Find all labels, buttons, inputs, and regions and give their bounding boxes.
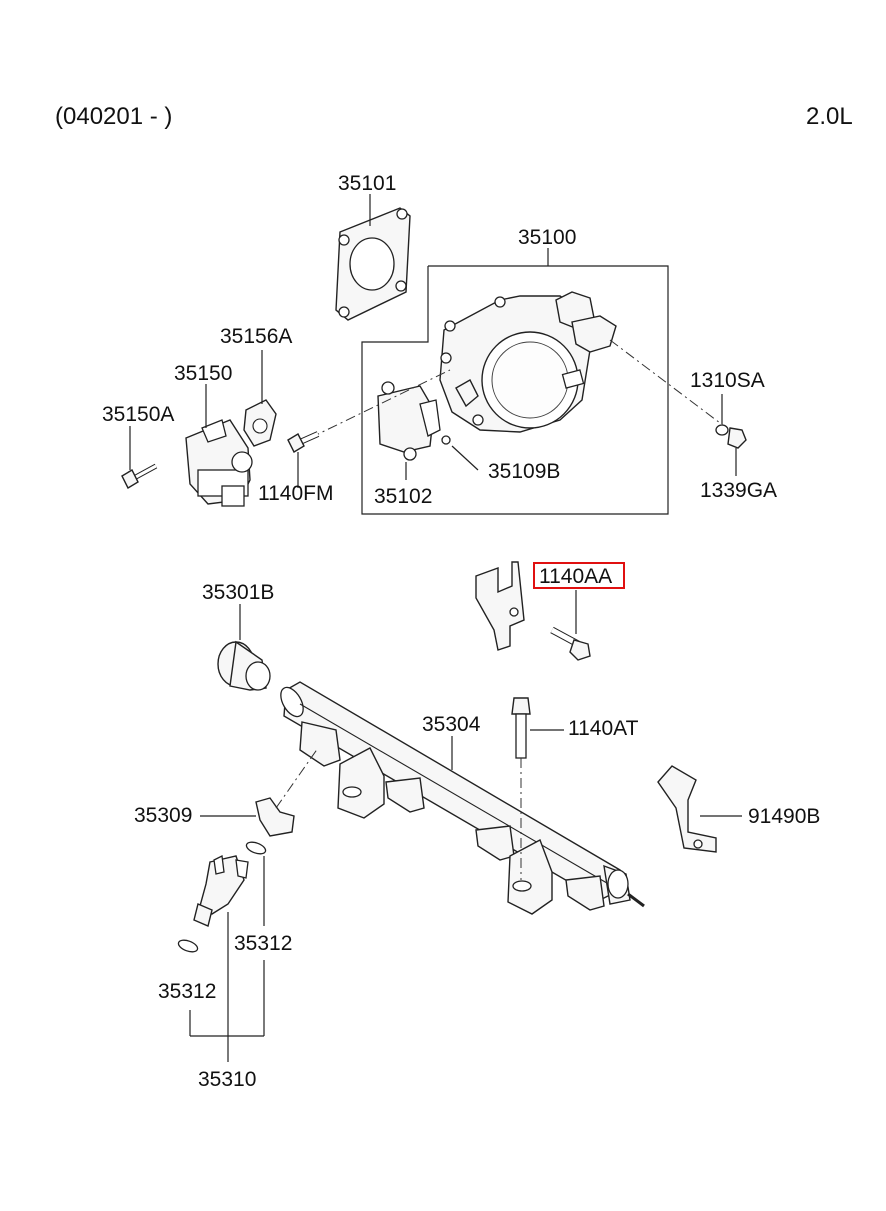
gasket-35101[interactable] xyxy=(335,207,411,321)
bracket-91490B[interactable] xyxy=(657,765,717,853)
label-35312-upper[interactable]: 35312 xyxy=(234,932,292,955)
throttle-body-35100[interactable] xyxy=(439,291,617,433)
bolt-1140AA[interactable] xyxy=(550,626,591,661)
label-91490B[interactable]: 91490B xyxy=(748,805,820,828)
bolt-1140AT[interactable] xyxy=(511,697,531,759)
bracket-plate[interactable] xyxy=(475,561,525,651)
sensor-35102[interactable] xyxy=(377,381,441,461)
oring-35109B[interactable] xyxy=(441,435,451,445)
label-35150A[interactable]: 35150A xyxy=(102,403,174,426)
highlight-box-1140AA xyxy=(533,562,625,589)
label-35150[interactable]: 35150 xyxy=(174,362,232,385)
label-35301B[interactable]: 35301B xyxy=(202,581,274,604)
label-35310[interactable]: 35310 xyxy=(198,1068,256,1091)
bolt-1140FM[interactable] xyxy=(287,431,320,453)
engine-label: 2.0L xyxy=(806,103,853,130)
label-35309[interactable]: 35309 xyxy=(134,804,192,827)
fuel-rail-35304[interactable] xyxy=(276,681,645,915)
nut-1339GA[interactable] xyxy=(727,427,747,449)
label-1140AA[interactable]: 1140AA xyxy=(539,565,612,588)
clip-35309[interactable] xyxy=(255,797,295,837)
oring-lower-35312[interactable] xyxy=(177,938,199,954)
assembly-box-35100 xyxy=(361,265,669,515)
injector-35310[interactable] xyxy=(193,855,249,927)
washer-1310SA[interactable] xyxy=(715,424,729,436)
oring-upper-35312[interactable] xyxy=(245,840,267,856)
label-35109B[interactable]: 35109B xyxy=(488,460,560,483)
label-35102[interactable]: 35102 xyxy=(374,485,432,508)
label-1339GA[interactable]: 1339GA xyxy=(700,479,777,502)
label-35304[interactable]: 35304 xyxy=(422,713,481,736)
gasket-35156A[interactable] xyxy=(243,399,277,447)
label-1310SA[interactable]: 1310SA xyxy=(690,369,765,392)
label-35100[interactable]: 35100 xyxy=(518,226,576,249)
label-35312-lower[interactable]: 35312 xyxy=(158,980,216,1003)
idle-actuator-35150[interactable] xyxy=(185,419,253,507)
date-range-label: (040201 - ) xyxy=(55,103,172,130)
damper-35301B[interactable] xyxy=(217,640,271,691)
bolt-35150A[interactable] xyxy=(121,463,158,489)
label-1140AT[interactable]: 1140AT xyxy=(568,717,639,740)
label-35156A[interactable]: 35156A xyxy=(220,325,292,348)
label-35101[interactable]: 35101 xyxy=(338,172,396,195)
label-1140FM[interactable]: 1140FM xyxy=(258,482,333,505)
